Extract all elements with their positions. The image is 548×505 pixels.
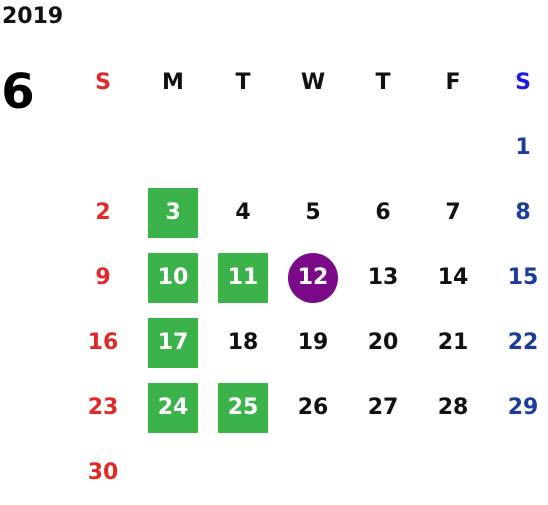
day-cell[interactable]: 9 <box>68 245 138 310</box>
day-number: 6 <box>375 200 391 225</box>
day-cell[interactable]: 4 <box>208 180 278 245</box>
day-cell[interactable]: 7 <box>418 180 488 245</box>
day-number: 11 <box>218 252 268 303</box>
day-number: 18 <box>227 330 259 355</box>
weekday-fri: F <box>445 70 461 95</box>
empty-cell <box>138 440 208 505</box>
day-number: 10 <box>148 252 198 303</box>
day-cell[interactable]: 23 <box>68 375 138 440</box>
day-cell[interactable]: 27 <box>348 375 418 440</box>
day-cell[interactable]: 22 <box>488 310 548 375</box>
empty-cell <box>68 115 138 180</box>
day-cell[interactable]: 28 <box>418 375 488 440</box>
day-cell[interactable]: 25 <box>208 375 278 440</box>
day-cell-today[interactable]: 12 <box>278 245 348 310</box>
day-cell[interactable]: 1 <box>488 115 548 180</box>
day-number: 5 <box>305 200 321 225</box>
day-cell[interactable]: 20 <box>348 310 418 375</box>
day-number: 7 <box>445 200 461 225</box>
day-number: 22 <box>507 330 539 355</box>
day-cell[interactable]: 14 <box>418 245 488 310</box>
day-cell[interactable]: 15 <box>488 245 548 310</box>
day-cell[interactable]: 8 <box>488 180 548 245</box>
day-number: 24 <box>148 382 198 433</box>
day-number: 9 <box>95 265 111 290</box>
weekday-sat: S <box>515 70 531 95</box>
day-number: 20 <box>367 330 399 355</box>
empty-cell <box>418 115 488 180</box>
day-cell[interactable]: 11 <box>208 245 278 310</box>
empty-cell <box>208 115 278 180</box>
empty-cell <box>418 440 488 505</box>
day-cell[interactable]: 30 <box>68 440 138 505</box>
month-label: 6 <box>1 64 35 120</box>
day-number: 27 <box>367 395 399 420</box>
day-cell[interactable]: 21 <box>418 310 488 375</box>
day-cell[interactable]: 24 <box>138 375 208 440</box>
day-number: 21 <box>437 330 469 355</box>
day-number: 29 <box>507 395 539 420</box>
weekday-sun: S <box>95 70 111 95</box>
empty-cell <box>208 440 278 505</box>
day-number: 17 <box>148 317 198 368</box>
day-number: 14 <box>437 265 469 290</box>
day-cell[interactable]: 10 <box>138 245 208 310</box>
weekday-mon: M <box>162 70 184 95</box>
day-cell[interactable]: 3 <box>138 180 208 245</box>
empty-cell <box>348 115 418 180</box>
day-cell[interactable]: 6 <box>348 180 418 245</box>
day-number: 2 <box>95 200 111 225</box>
day-number: 8 <box>515 200 531 225</box>
weekday-tue: T <box>235 70 251 95</box>
day-number: 4 <box>235 200 251 225</box>
day-cell[interactable]: 2 <box>68 180 138 245</box>
day-number: 30 <box>87 460 119 485</box>
day-number: 13 <box>367 265 399 290</box>
day-number: 25 <box>218 382 268 433</box>
empty-cell <box>138 115 208 180</box>
day-number: 12 <box>288 252 338 303</box>
year-label: 2019 <box>2 4 64 29</box>
day-number: 23 <box>87 395 119 420</box>
day-cell[interactable]: 16 <box>68 310 138 375</box>
empty-cell <box>278 440 348 505</box>
day-number: 19 <box>297 330 329 355</box>
weekday-thu: T <box>375 70 391 95</box>
day-cell[interactable]: 5 <box>278 180 348 245</box>
empty-cell <box>348 440 418 505</box>
day-cell[interactable]: 13 <box>348 245 418 310</box>
day-number: 1 <box>515 135 531 160</box>
empty-cell <box>488 440 548 505</box>
day-cell[interactable]: 26 <box>278 375 348 440</box>
day-number: 3 <box>148 187 198 238</box>
day-number: 15 <box>507 265 539 290</box>
day-cell[interactable]: 29 <box>488 375 548 440</box>
day-cell[interactable]: 19 <box>278 310 348 375</box>
day-cell[interactable]: 18 <box>208 310 278 375</box>
empty-cell <box>278 115 348 180</box>
day-number: 28 <box>437 395 469 420</box>
weekday-wed: W <box>300 70 326 95</box>
day-number: 26 <box>297 395 329 420</box>
day-cell[interactable]: 17 <box>138 310 208 375</box>
day-number: 16 <box>87 330 119 355</box>
